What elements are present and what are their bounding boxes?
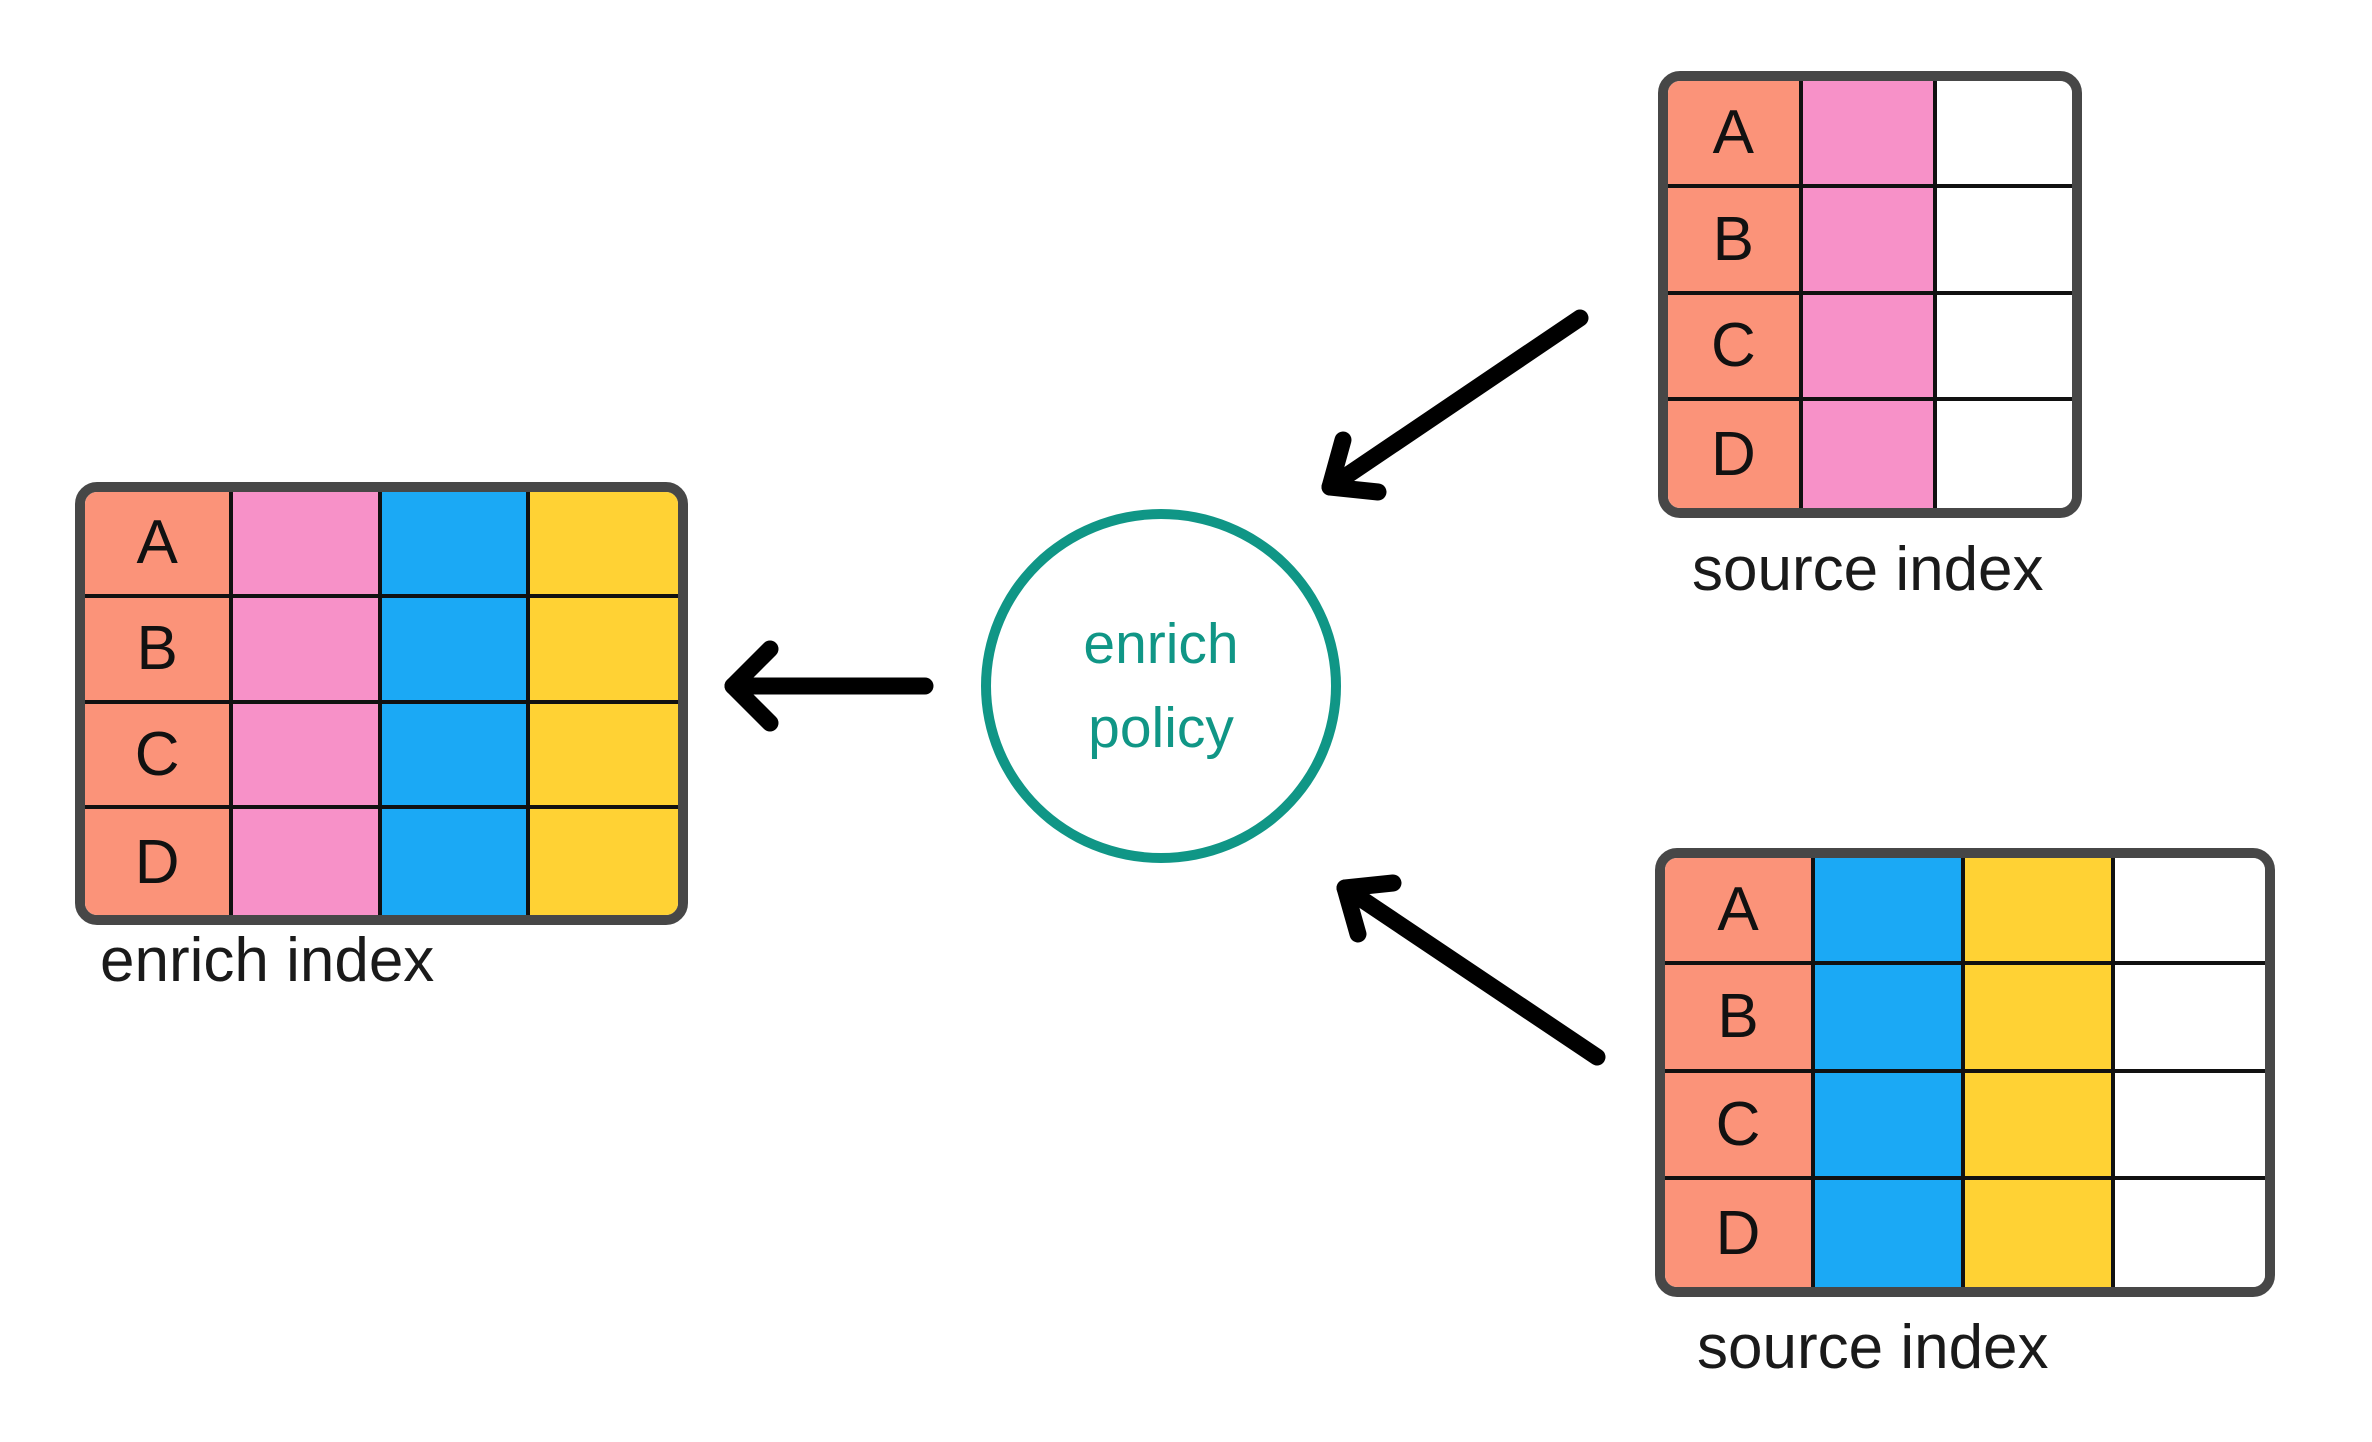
- source-index-label-bottom: source index: [1697, 1313, 2049, 1382]
- arrow-policy-to-enrich-index: [724, 640, 934, 732]
- data-cell: [529, 492, 678, 598]
- data-cell: [529, 703, 678, 810]
- data-cell: [2115, 965, 2265, 1073]
- data-cell: [1937, 294, 2072, 402]
- row-label-cell: D: [1665, 1179, 1815, 1287]
- data-cell: [381, 703, 530, 810]
- data-cell: [1965, 1179, 2115, 1287]
- row-label-cell: C: [1668, 294, 1803, 402]
- enrich-policy-node: enrich policy: [981, 509, 1341, 863]
- enrich-policy-label-line2: policy: [1088, 696, 1234, 760]
- data-cell: [1815, 965, 1965, 1073]
- row-label-cell: C: [1665, 1072, 1815, 1180]
- data-cell: [233, 492, 382, 598]
- row-label-cell: B: [1668, 187, 1803, 295]
- data-cell: [1965, 965, 2115, 1073]
- data-cell: [2115, 858, 2265, 966]
- data-cell: [1965, 858, 2115, 966]
- data-cell: [233, 703, 382, 810]
- data-cell: [1802, 81, 1938, 188]
- data-cell: [1815, 1072, 1965, 1180]
- row-label-cell: C: [85, 703, 234, 810]
- data-cell: [233, 809, 382, 915]
- source-index-label-top: source index: [1692, 535, 2044, 604]
- row-label-cell: A: [1665, 858, 1815, 966]
- arrow-source-top-to-policy: [1321, 309, 1589, 501]
- row-label-cell: B: [1665, 965, 1815, 1073]
- row-label-cell: B: [85, 597, 234, 704]
- data-cell: [1802, 294, 1938, 402]
- data-cell: [381, 492, 530, 598]
- data-cell: [1815, 1179, 1965, 1287]
- enrich-policy-label-line1: enrich: [1083, 612, 1239, 676]
- data-cell: [1937, 187, 2072, 295]
- arrow-source-bottom-to-policy: [1336, 874, 1606, 1066]
- data-cell: [1965, 1072, 2115, 1180]
- data-cell: [1937, 81, 2072, 188]
- data-cell: [2115, 1072, 2265, 1180]
- data-cell: [1937, 401, 2072, 508]
- data-cell: [233, 597, 382, 704]
- row-label-cell: D: [85, 809, 234, 915]
- enrich-index-label: enrich index: [100, 926, 435, 995]
- data-cell: [381, 597, 530, 704]
- data-cell: [529, 809, 678, 915]
- row-label-cell: A: [1668, 81, 1803, 188]
- data-cell: [1802, 187, 1938, 295]
- data-cell: [1802, 401, 1938, 508]
- data-cell: [529, 597, 678, 704]
- data-cell: [1815, 858, 1965, 966]
- data-cell: [2115, 1179, 2265, 1287]
- row-label-cell: D: [1668, 401, 1803, 508]
- row-label-cell: A: [85, 492, 234, 598]
- data-cell: [381, 809, 530, 915]
